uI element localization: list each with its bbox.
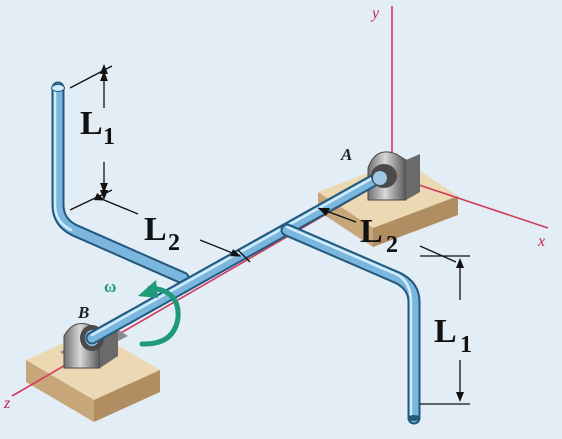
dimension-l2-right: L 2	[360, 213, 398, 258]
l1-right-arrowhead-bottom	[456, 392, 464, 402]
point-a-label: A	[340, 145, 352, 164]
l1-right-sub: 1	[460, 332, 472, 358]
l2-right-arrowhead	[318, 208, 330, 216]
z-axis-label: z	[3, 395, 11, 412]
bearing-a-bore	[371, 164, 397, 188]
l1-left-arrowhead-top	[100, 64, 108, 74]
l2-left-sub: 2	[168, 230, 180, 256]
point-b-label: B	[77, 303, 89, 322]
l1-right-main: L	[434, 313, 457, 350]
l1-left-sub: 1	[103, 124, 115, 150]
l2-left-main: L	[144, 211, 167, 248]
omega-arrowhead	[138, 280, 158, 298]
shaft-end-bottom	[407, 415, 421, 421]
shaft-end-top	[51, 84, 65, 92]
omega-label: ω	[104, 277, 116, 296]
l1-right-arrowhead-top	[456, 258, 464, 268]
x-axis-label: x	[537, 233, 545, 250]
l1-left-arrowhead-bottom	[100, 190, 108, 200]
l2-right-main: L	[360, 213, 383, 250]
dimension-l1-left: L 1	[80, 105, 115, 150]
dimension-l1-right: L 1	[434, 313, 472, 358]
l2-right-sub: 2	[386, 232, 398, 258]
omega-arrow	[139, 285, 181, 347]
l1-left-main: L	[80, 105, 103, 142]
y-axis-label: y	[370, 5, 380, 22]
dimension-l2-left: L 2	[144, 211, 180, 256]
crankshaft	[51, 81, 421, 425]
